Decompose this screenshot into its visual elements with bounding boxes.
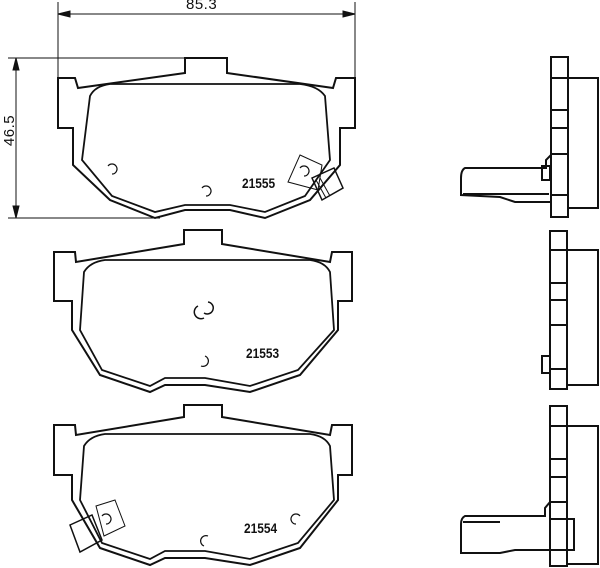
part-number-21553: 21553 bbox=[246, 345, 280, 361]
height-dimension-label: 46.5 bbox=[1, 114, 19, 147]
height-dimension bbox=[8, 57, 190, 219]
side-view-3 bbox=[460, 405, 599, 567]
side-view-1 bbox=[460, 56, 599, 218]
pad-21554-outline bbox=[53, 404, 353, 567]
part-number-21555: 21555 bbox=[242, 175, 276, 191]
pad-21553-outline bbox=[53, 229, 353, 394]
pad-21555-outline bbox=[57, 57, 356, 220]
part-number-21554: 21554 bbox=[244, 520, 278, 536]
width-dimension-label: 85.3 bbox=[186, 0, 218, 13]
width-dimension bbox=[57, 2, 356, 78]
side-view-2 bbox=[541, 230, 599, 390]
